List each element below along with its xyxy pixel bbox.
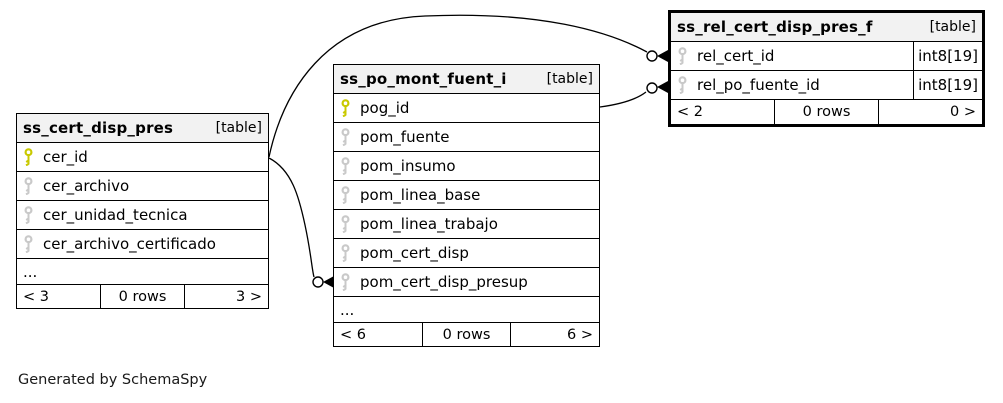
key-icon <box>341 273 350 291</box>
column-name: pom_insumo <box>360 157 456 175</box>
key-icon <box>678 47 687 65</box>
table-tag: [table] <box>546 71 593 87</box>
column-name: cer_id <box>43 148 88 166</box>
edge-pog-id-to-rel-po-fuente-id <box>599 81 668 108</box>
column-name: rel_cert_id <box>697 47 775 65</box>
odot-marker <box>646 50 658 62</box>
column-row[interactable]: pom_cert_disp_presup <box>334 268 599 297</box>
truncated-columns-indicator: ... <box>334 297 599 323</box>
table-footer: < 3 0 rows 3 > <box>17 285 268 308</box>
column-name: pom_cert_disp <box>360 244 469 262</box>
key-icon <box>341 157 350 175</box>
footer-children-count: < 3 <box>23 288 49 305</box>
column-name: pom_linea_base <box>360 186 481 204</box>
footer-row-count: 0 rows <box>421 323 511 346</box>
footer-parents-count: 3 > <box>184 285 268 308</box>
table-name: ss_rel_cert_disp_pres_f <box>677 18 873 36</box>
crow-foot-marker <box>657 50 668 62</box>
column-row[interactable]: pom_fuente <box>334 123 599 152</box>
footer-parents-count: 0 > <box>878 100 982 124</box>
column-name: cer_archivo <box>43 177 130 195</box>
primary-key-icon <box>24 148 33 166</box>
table-header[interactable]: ss_rel_cert_disp_pres_f [table] <box>671 13 982 42</box>
table-name: ss_cert_disp_pres <box>23 119 174 137</box>
table-header[interactable]: ss_po_mont_fuent_i [table] <box>334 65 599 94</box>
column-row[interactable]: rel_po_fuente_id int8[19] <box>671 71 982 100</box>
key-icon <box>341 244 350 262</box>
key-icon <box>678 76 687 94</box>
table-footer: < 6 0 rows 6 > <box>334 323 599 346</box>
generator-note: Generated by SchemaSpy <box>18 372 208 388</box>
odot-marker <box>312 276 324 288</box>
column-name: cer_unidad_tecnica <box>43 206 188 224</box>
column-name: pog_id <box>360 99 410 117</box>
key-icon <box>24 235 33 253</box>
column-row[interactable]: pom_linea_trabajo <box>334 210 599 239</box>
column-name: rel_po_fuente_id <box>697 76 820 94</box>
footer-children-count: < 2 <box>677 104 703 120</box>
key-icon <box>24 206 33 224</box>
key-icon <box>341 215 350 233</box>
column-row[interactable]: rel_cert_id int8[19] <box>671 42 982 71</box>
table-ss-po-mont-fuent-i[interactable]: ss_po_mont_fuent_i [table] pog_id pom_fu… <box>333 64 600 347</box>
table-header[interactable]: ss_cert_disp_pres [table] <box>17 114 268 143</box>
table-ss-rel-cert-disp-pres-f[interactable]: ss_rel_cert_disp_pres_f [table] rel_cert… <box>668 10 985 127</box>
column-name: pom_fuente <box>360 128 450 146</box>
odot-marker <box>646 82 658 94</box>
column-row[interactable]: cer_id <box>17 143 268 172</box>
column-row[interactable]: pog_id <box>334 94 599 123</box>
crow-foot-marker <box>657 81 668 93</box>
column-row[interactable]: cer_archivo <box>17 172 268 201</box>
column-type: int8[19] <box>913 71 982 99</box>
key-icon <box>341 128 350 146</box>
footer-children-count: < 6 <box>340 326 366 343</box>
column-name: pom_linea_trabajo <box>360 215 498 233</box>
footer-row-count: 0 rows <box>100 285 184 308</box>
column-row[interactable]: pom_insumo <box>334 152 599 181</box>
table-footer: < 2 0 rows 0 > <box>671 100 982 124</box>
table-tag: [table] <box>929 19 976 35</box>
table-name: ss_po_mont_fuent_i <box>340 70 507 88</box>
column-row[interactable]: cer_unidad_tecnica <box>17 201 268 230</box>
key-icon <box>341 186 350 204</box>
table-ss-cert-disp-pres[interactable]: ss_cert_disp_pres [table] cer_id cer_arc… <box>16 113 269 309</box>
footer-row-count: 0 rows <box>774 100 878 124</box>
column-type: int8[19] <box>913 42 982 70</box>
truncated-columns-indicator: ... <box>17 259 268 285</box>
table-tag: [table] <box>215 120 262 136</box>
column-row[interactable]: pom_linea_base <box>334 181 599 210</box>
column-name: pom_cert_disp_presup <box>360 273 528 291</box>
column-row[interactable]: cer_archivo_certificado <box>17 230 268 259</box>
key-icon <box>24 177 33 195</box>
edge-cer-id-to-pom-cert-disp-presup <box>268 157 334 288</box>
column-row[interactable]: pom_cert_disp <box>334 239 599 268</box>
column-name: cer_archivo_certificado <box>43 235 216 253</box>
footer-parents-count: 6 > <box>510 323 599 346</box>
primary-key-icon <box>341 99 350 117</box>
